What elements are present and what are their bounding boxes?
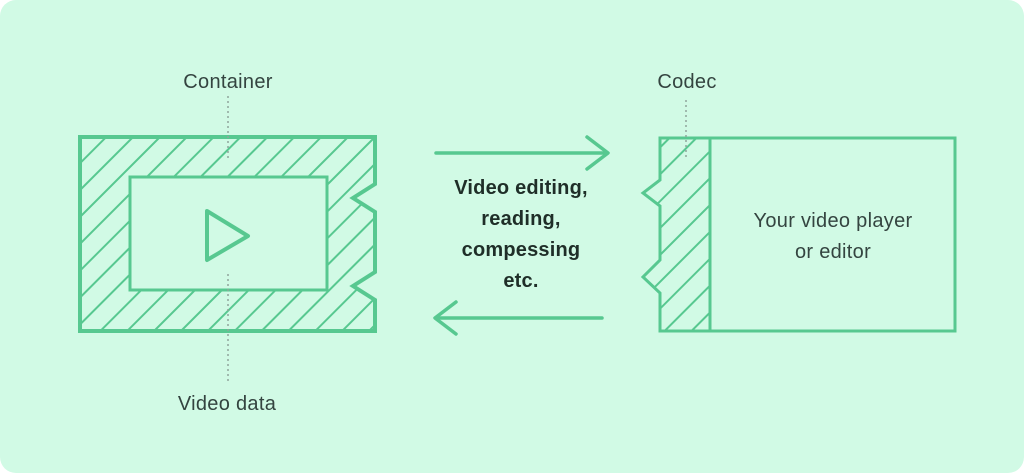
action-line: Video editing, xyxy=(454,177,588,199)
arrow-right-icon xyxy=(434,135,610,171)
player-editor-label: Your video player or editor xyxy=(754,206,913,268)
player-box xyxy=(708,136,957,333)
player-editor-line: Your video player xyxy=(753,210,913,232)
video-data-label: Video data xyxy=(177,393,277,415)
codec-strip xyxy=(640,136,712,333)
play-triangle-icon xyxy=(205,209,250,262)
action-line: reading, xyxy=(481,208,561,230)
codec-label: Codec xyxy=(657,71,717,93)
action-line: etc. xyxy=(503,270,539,292)
action-description: Video editing, reading, compessing etc. xyxy=(454,173,588,297)
player-editor-line: or editor xyxy=(794,241,872,263)
container-label: Container xyxy=(183,71,273,93)
video-data-box xyxy=(128,175,329,292)
arrow-left-icon xyxy=(433,300,604,336)
action-line: compessing xyxy=(461,239,581,261)
